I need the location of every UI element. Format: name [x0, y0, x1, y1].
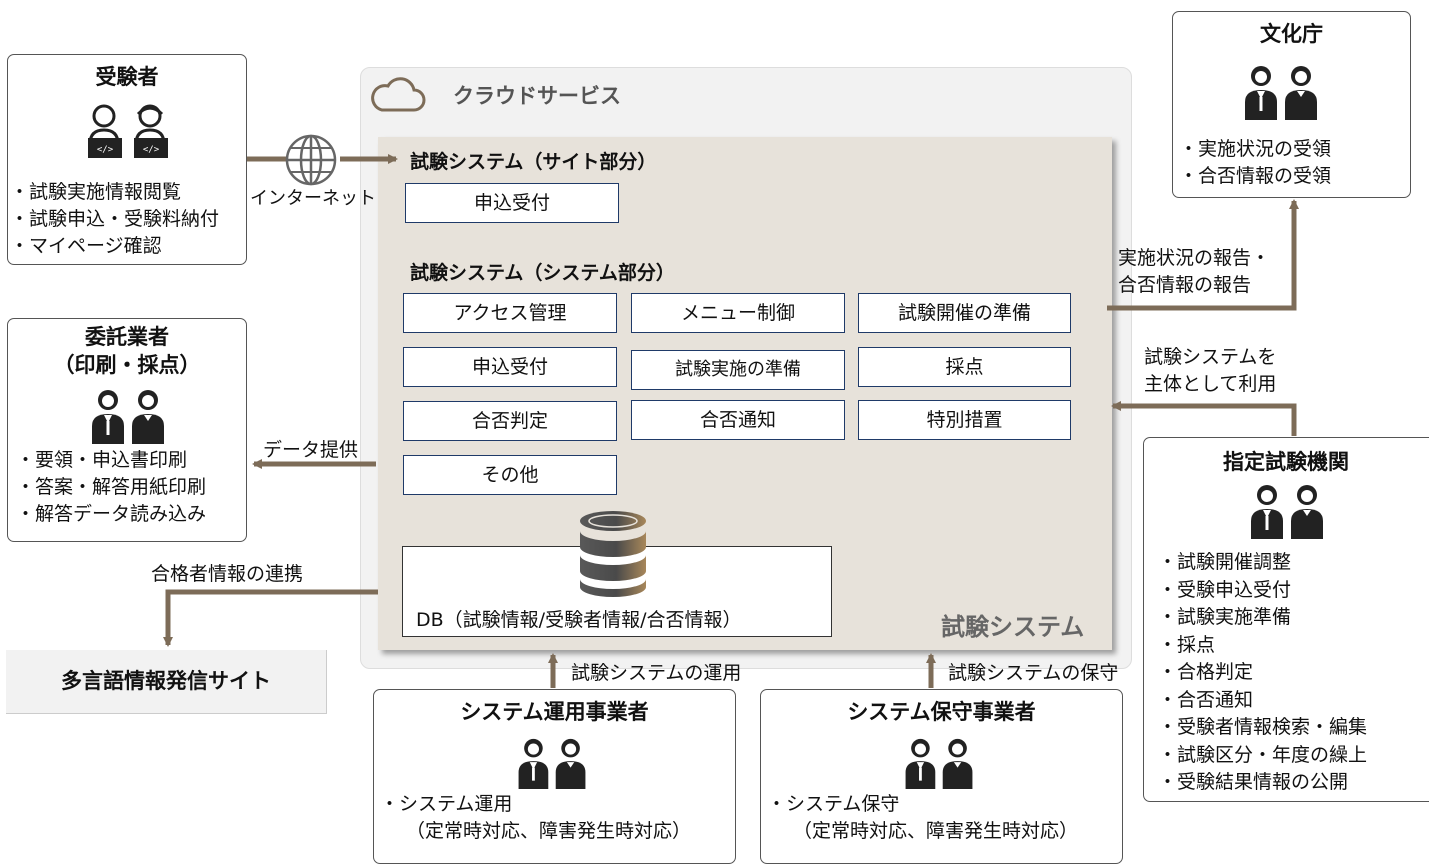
usage-arrow — [1111, 401, 1297, 436]
func-site-application: 申込受付 — [405, 183, 619, 223]
func-pass-judgement: 合否判定 — [403, 401, 617, 441]
func-special-measures: 特別措置 — [858, 400, 1071, 440]
contractor-box: 委託業者 （印刷・採点） ・要領・申込書印刷 ・答案・解答用紙印刷 ・解答データ… — [7, 318, 247, 542]
system-section-title: 試験システム（システム部分） — [410, 262, 675, 284]
contractor-title-1: 委託業者 — [85, 325, 169, 349]
func-application: 申込受付 — [403, 347, 617, 387]
laptop-users-icon: </> </> — [88, 104, 168, 158]
ops-vendor-item-1: ・システム運用 — [380, 793, 513, 815]
maint-vendor-item-1: ・システム保守 — [767, 793, 900, 815]
func-menu-control: メニュー制御 — [631, 293, 845, 333]
agency-items: ・実施状況の受領 ・合否情報の受領 — [1179, 136, 1331, 190]
func-access-control: アクセス管理 — [403, 293, 617, 333]
contractor-item: ・要領・申込書印刷 — [16, 449, 188, 471]
maint-vendor-item-2: （定常時対応、障害発生時対応） — [793, 820, 1079, 842]
svg-text:</>: </> — [143, 145, 160, 155]
report-label-2: 合否情報の報告 — [1118, 274, 1252, 296]
agency-item: ・実施状況の受領 — [1179, 138, 1332, 160]
data-provision-label: データ提供 — [263, 439, 359, 461]
cloud-title: クラウドサービス — [453, 84, 621, 108]
designated-org-items: ・試験開催調整 ・受験申込受付 ・試験実施準備 ・採点 ・合格判定 ・合否通知 … — [1158, 549, 1367, 797]
agency-title: 文化庁 — [1260, 22, 1323, 46]
business-people-icon — [1251, 485, 1323, 539]
ops-arrow-label: 試験システムの運用 — [571, 662, 742, 684]
svg-text:</>: </> — [97, 145, 114, 155]
designated-org-item: ・受験結果情報の公開 — [1158, 771, 1349, 793]
agency-item: ・合否情報の受領 — [1179, 165, 1332, 187]
maint-arrow-label: 試験システムの保守 — [948, 662, 1119, 684]
designated-org-item: ・試験実施準備 — [1158, 606, 1292, 628]
test-system-name: 試験システム — [941, 613, 1085, 641]
designated-org-item: ・受験申込受付 — [1158, 578, 1292, 601]
examinee-box: 受験者 </> </> ・試験実施情報閲覧 ・試験申込・受験料納付 ・マイページ… — [7, 54, 247, 265]
func-exam-impl-prep: 試験実施の準備 — [631, 350, 845, 390]
examinee-item: ・マイページ確認 — [10, 235, 162, 257]
designated-org-box: 指定試験機関 ・試験開催調整 ・受験申込受付 ・試験実施準備 ・採点 ・合格判定… — [1143, 437, 1429, 802]
contractor-item: ・答案・解答用紙印刷 — [16, 476, 207, 498]
db-label: DB（試験情報/受験者情報/合否情報） — [416, 609, 742, 631]
examinee-title: 受験者 — [95, 65, 159, 89]
site-section-title: 試験システム（サイト部分） — [410, 151, 657, 173]
ops-vendor-title: システム運用事業者 — [460, 700, 649, 724]
examinee-item: ・試験実施情報閲覧 — [10, 181, 182, 203]
agency-box: 文化庁 ・実施状況の受領 ・合否情報の受領 — [1172, 11, 1411, 198]
designated-org-item: ・採点 — [1158, 633, 1216, 656]
usage-label-1: 試験システムを — [1144, 346, 1277, 368]
business-people-icon — [905, 738, 973, 789]
func-pass-notice: 合否通知 — [631, 400, 845, 440]
contractor-title-2: （印刷・採点） — [53, 353, 201, 377]
report-arrow — [1107, 199, 1299, 311]
examinee-items: ・試験実施情報閲覧 ・試験申込・受験料納付 ・マイページ確認 — [10, 179, 219, 260]
business-people-icon — [92, 390, 164, 444]
multilingual-site-title: 多言語情報発信サイト — [61, 669, 271, 693]
business-people-icon — [518, 738, 586, 789]
multilingual-site-box: 多言語情報発信サイト — [6, 650, 327, 714]
globe-icon — [285, 134, 337, 186]
business-people-icon — [1245, 66, 1317, 120]
passer-link-label: 合格者情報の連携 — [151, 563, 304, 585]
func-exam-prep: 試験開催の準備 — [858, 293, 1071, 333]
cloud-icon — [371, 77, 426, 112]
designated-org-item: ・試験区分・年度の繰上 — [1158, 743, 1368, 766]
designated-org-item: ・合否通知 — [1158, 688, 1254, 711]
maint-vendor-title: システム保守事業者 — [847, 700, 1036, 724]
report-label-1: 実施状況の報告・ — [1118, 247, 1271, 269]
contractor-items: ・要領・申込書印刷 ・答案・解答用紙印刷 ・解答データ読み込み — [16, 447, 206, 528]
ops-vendor-box: システム運用事業者 ・システム運用 （定常時対応、障害発生時対応） — [373, 689, 736, 864]
database-icon — [580, 511, 646, 597]
designated-org-item: ・受験者情報検索・編集 — [1158, 716, 1368, 738]
maint-vendor-box: システム保守事業者 ・システム保守 （定常時対応、障害発生時対応） — [760, 689, 1123, 864]
designated-org-item: ・試験開催調整 — [1158, 551, 1292, 573]
contractor-item: ・解答データ読み込み — [16, 503, 207, 525]
func-grading: 採点 — [858, 347, 1071, 387]
func-other: その他 — [403, 455, 617, 495]
passer-link-arrow — [163, 589, 378, 647]
internet-label: インターネット — [250, 188, 376, 209]
ops-vendor-item-2: （定常時対応、障害発生時対応） — [406, 820, 692, 842]
examinee-item: ・試験申込・受験料納付 — [10, 208, 220, 230]
usage-label-2: 主体として利用 — [1144, 373, 1277, 395]
designated-org-item: ・合格判定 — [1158, 661, 1254, 683]
designated-org-title: 指定試験機関 — [1223, 450, 1349, 474]
